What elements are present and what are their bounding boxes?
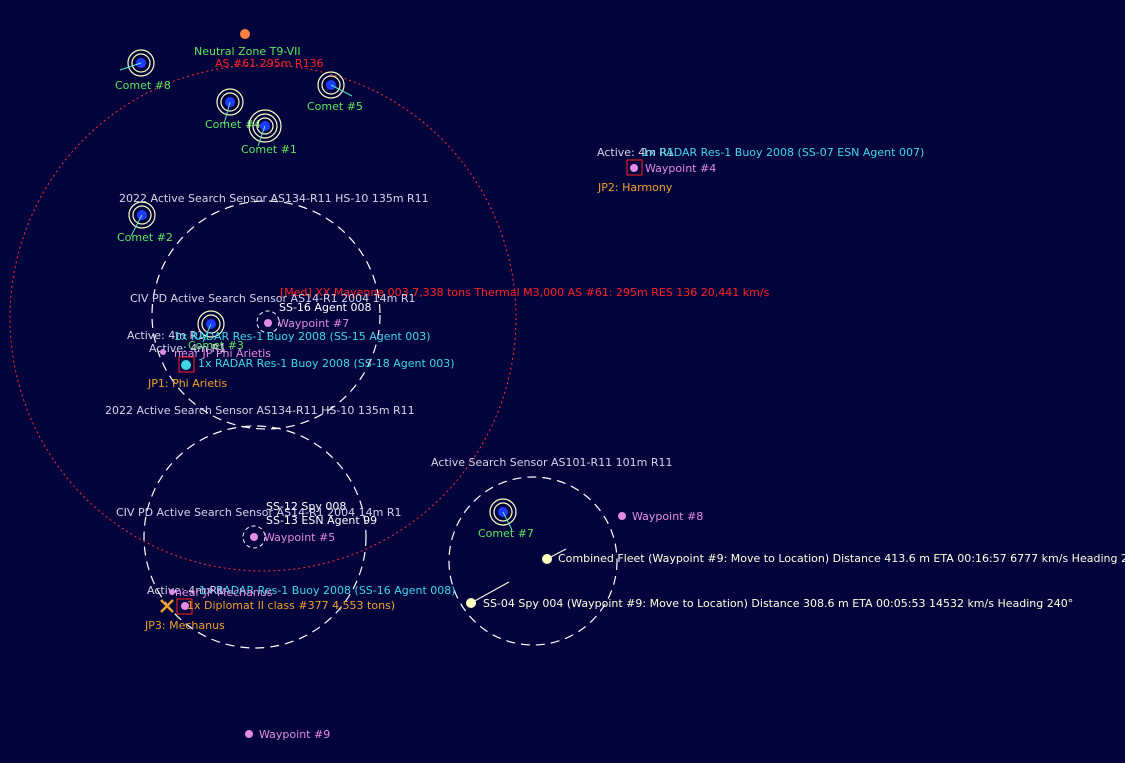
comet-label: Comet #2 (117, 231, 173, 244)
buoy-active-label: Active: 4m R1 (149, 342, 226, 355)
comet-label: Comet #5 (307, 100, 363, 113)
ss12-label: SS-12 Spy 008 (266, 500, 346, 513)
waypoint-4-marker[interactable] (630, 164, 638, 172)
waypoint-9-label: Waypoint #9 (259, 728, 330, 741)
comet-icon (498, 507, 508, 517)
waypoint-8-marker[interactable] (618, 512, 626, 520)
near-jp3-label: near JP Mechanus (175, 586, 273, 599)
near-jp1-label: near JP Phi Arietis (174, 347, 271, 360)
comet-7[interactable]: Comet #7 (478, 498, 534, 540)
waypoint-5-label: Waypoint #5 (264, 531, 335, 544)
jump-point-box (178, 356, 195, 373)
sensor-range-circle-as134-bottom (143, 425, 367, 649)
comet-3[interactable]: Comet #3 (188, 310, 244, 352)
near-jp3-marker[interactable] (169, 589, 175, 595)
near-jp1-marker[interactable] (160, 349, 166, 355)
comet-2[interactable]: Comet #2 (117, 201, 173, 244)
comet-4[interactable]: Comet #4 (205, 88, 261, 131)
sensor-range-circle-as101 (448, 476, 618, 646)
comet-label: Comet #3 (188, 339, 244, 352)
buoy-ss07-label: 1x RADAR Res-1 Buoy 2008 (SS-07 ESN Agen… (642, 146, 924, 159)
waypoint-4-label: Waypoint #4 (645, 162, 716, 175)
jp3-marker[interactable] (181, 602, 189, 610)
buoy-active-label: Active: 4m R1 (147, 584, 224, 597)
comet-1[interactable]: Comet #1 (241, 109, 297, 156)
ss04-marker[interactable] (466, 598, 476, 608)
as61-label: AS #61 295m R136 (215, 57, 324, 70)
buoy-ss15-label: 1x RADAR Res-1 Buoy 2008 (SS-15 Agent 00… (174, 330, 431, 343)
combined-fleet-label: Combined Fleet (Waypoint #9: Move to Loc… (558, 552, 1125, 565)
civ-pd-bottom-label: CIV PD Active Search Sensor AS14-R1 2004… (116, 506, 402, 519)
ss13-label: SS-13 ESN Agent 99 (266, 514, 377, 527)
jp3-label: JP3: Mechanus (144, 619, 225, 632)
civ-pd-top-label: CIV PD Active Search Sensor AS14-R1 2004… (130, 292, 416, 305)
buoy-marker[interactable] (181, 360, 191, 370)
buoy-ss18-label: 1x RADAR Res-1 Buoy 2008 (SS-18 Agent 00… (198, 357, 455, 370)
waypoint-9-marker[interactable] (245, 730, 253, 738)
jp1-label: JP1: Phi Arietis (147, 377, 227, 390)
comet-label: Comet #4 (205, 118, 261, 131)
civ-pd-range-circle-top (256, 310, 280, 334)
jp2-label: JP2: Harmony (597, 181, 673, 194)
buoy-active-label: Active: 4m R1 (597, 146, 674, 159)
sensor-as134-top-label: 2022 Active Search Sensor AS134-R11 HS-1… (119, 192, 429, 205)
comet-label: Comet #7 (478, 527, 534, 540)
jump-point-box (626, 159, 643, 176)
sensor-as134-bottom-label: 2022 Active Search Sensor AS134-R11 HS-1… (105, 404, 415, 417)
fleet-heading-line (470, 581, 510, 604)
comet-label: Comet #1 (241, 143, 297, 156)
diplomat-ship-icon[interactable] (160, 599, 174, 613)
diplomat-label: 1x Diplomat II class #377 4,553 tons) (187, 599, 395, 612)
ss16-agent-label: SS-16 Agent 008 (279, 301, 371, 314)
combined-fleet-marker[interactable] (542, 554, 552, 564)
enemy-contact-label: [Med] XX Mayenne 003 7,338 tons Thermal … (280, 286, 770, 299)
neutral-zone-marker[interactable] (240, 29, 250, 39)
waypoint-5-marker[interactable] (250, 533, 258, 541)
buoy-active-label: Active: 4m R1 (127, 329, 204, 342)
civ-pd-range-circle-bottom (242, 525, 266, 549)
waypoint-8-label: Waypoint #8 (632, 510, 703, 523)
sensor-as101-label: Active Search Sensor AS101-R11 101m R11 (431, 456, 672, 469)
comet-8[interactable]: Comet #8 (115, 49, 171, 92)
neutral-zone-label: Neutral Zone T9-VII (194, 45, 301, 58)
jump-point-box (176, 598, 193, 615)
sensor-range-circle-as134-top (151, 200, 381, 430)
comet-label: Comet #8 (115, 79, 171, 92)
waypoint-7-marker[interactable] (264, 319, 272, 327)
comet-5[interactable]: Comet #5 (307, 71, 363, 113)
enemy-sensor-range-circle (9, 64, 517, 572)
ss04-label: SS-04 Spy 004 (Waypoint #9: Move to Loca… (483, 597, 1073, 610)
buoy-ss16-label: 1x RADAR Res-1 Buoy 2008 (SS-16 Agent 00… (199, 584, 456, 597)
waypoint-7-label: Waypoint #7 (278, 317, 349, 330)
